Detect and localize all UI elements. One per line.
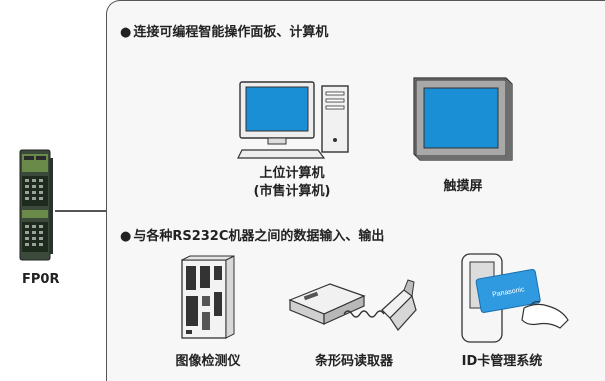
section1-heading: ●连接可编程智能操作面板、计算机 [120,21,328,40]
desktop-label-line1: 上位计算机 [259,166,325,181]
id-card-system-label: ID卡管理系统 [461,354,543,369]
image-inspection-label: 图像检测仪 [175,354,241,369]
connection-line [55,210,107,212]
desktop-label-line2: (市售计算机) [253,184,331,199]
touch-panel-icon [413,77,513,161]
section1-bullet: ● [120,25,132,40]
image-inspection-device-icon [181,255,235,339]
section1-heading-text: 连接可编程智能操作面板、计算机 [133,25,329,40]
barcode-reader-label: 条形码读取器 [314,354,393,369]
section2-heading-text: 与各种RS232C机器之间的数据输入、输出 [133,229,385,244]
barcode-reader-icon [288,279,417,331]
id-card-reader-icon: Panasonic [461,253,569,343]
desktop-computer-icon [237,81,349,159]
section2-bullet: ● [120,229,132,244]
touch-panel-label: 触摸屏 [443,179,483,194]
section2-heading: ●与各种RS232C机器之间的数据输入、输出 [120,225,384,244]
plc-unit-icon [19,149,53,261]
plc-label: FP0R [22,272,60,287]
